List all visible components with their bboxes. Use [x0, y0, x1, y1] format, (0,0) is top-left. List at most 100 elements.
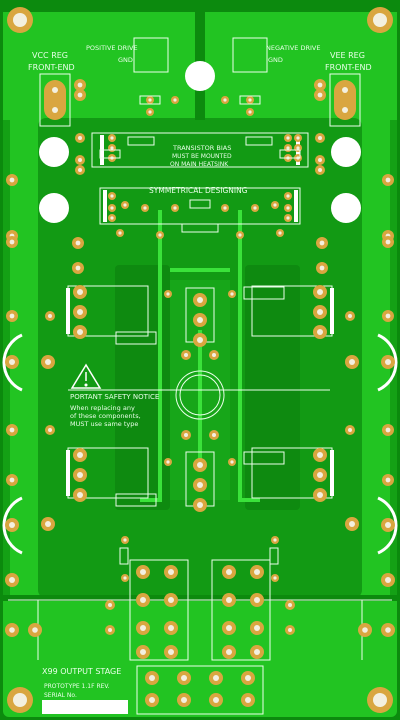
resistor-outline: [245, 136, 273, 146]
pad-hole: [184, 433, 188, 437]
pad-hole: [385, 313, 391, 319]
resistor-outline: [119, 547, 129, 565]
power-pad-hole: [77, 472, 83, 478]
pad-hole: [248, 98, 252, 102]
pad-hole: [77, 82, 83, 88]
power-pad-hole: [77, 492, 83, 498]
pad-hole: [248, 110, 252, 114]
serial-label-strip: [42, 700, 128, 714]
pad-hole: [78, 168, 82, 172]
pad-hole: [318, 136, 322, 140]
pad-hole: [77, 92, 83, 98]
pad-hole: [278, 231, 282, 235]
power-pad-hole: [245, 697, 251, 703]
resistor-outline: [139, 95, 161, 105]
pad-hole: [286, 206, 290, 210]
pad-hole: [48, 428, 52, 432]
power-pad-hole: [181, 675, 187, 681]
pad-hole: [223, 98, 227, 102]
pad-hole: [318, 168, 322, 172]
bias-label-1: TRANSISTOR BIAS: [172, 144, 231, 152]
power-pad-hole: [197, 462, 203, 468]
pad-hole: [385, 427, 391, 433]
power-pad-hole: [168, 625, 174, 631]
pad-hole: [173, 98, 177, 102]
square-pads: [5, 95, 395, 707]
capacitor-outlines: [2, 333, 398, 555]
positive-drive-label: POSITIVE DRIVE: [86, 44, 138, 52]
pad-hole: [223, 206, 227, 210]
pad-hole: [230, 460, 234, 464]
power-pad-hole: [226, 649, 232, 655]
pad-hole: [385, 627, 391, 633]
power-pad-hole: [317, 289, 323, 295]
board-name: X99 OUTPUT STAGE: [42, 667, 121, 676]
pad-hole: [110, 194, 114, 198]
pad-hole: [148, 110, 152, 114]
pad-hole: [348, 428, 352, 432]
negative-drive-label: NEGATIVE DRIVE: [266, 44, 320, 52]
pad-hole: [317, 92, 323, 98]
pad-hole: [184, 353, 188, 357]
power-pad-hole: [149, 697, 155, 703]
power-pad-hole: [349, 359, 355, 365]
power-pad-hole: [9, 359, 15, 365]
vcc-front-label: FRONT-END: [28, 63, 75, 72]
power-pad-hole: [317, 472, 323, 478]
power-pad-hole: [168, 649, 174, 655]
vee-front-label: FRONT-END: [325, 63, 372, 72]
pad-hole: [123, 538, 127, 542]
power-pad-hole: [385, 359, 391, 365]
pad-hole: [296, 136, 300, 140]
pad-hole: [286, 136, 290, 140]
heatsink-channel-right: [245, 265, 300, 510]
pad-hole: [32, 627, 38, 633]
bias-label-2: MUST BE MOUNTED: [172, 153, 232, 160]
pad-hole: [212, 353, 216, 357]
resistor-outline: [239, 95, 261, 105]
pad-hole: [48, 314, 52, 318]
pad-hole: [286, 194, 290, 198]
power-pad-hole: [168, 597, 174, 603]
resistor-outline: [127, 136, 155, 146]
power-pad-hole: [254, 597, 260, 603]
pad-hole: [296, 146, 300, 150]
power-pad-hole: [226, 569, 232, 575]
gnd-label-right: GND: [268, 56, 283, 64]
regulator-pads: [44, 80, 356, 120]
pad-hole: [273, 576, 277, 580]
vcc-reg-label: VCC REG: [32, 51, 68, 60]
pad-hole: [348, 314, 352, 318]
pad-hole: [143, 206, 147, 210]
pad-hole: [385, 177, 391, 183]
serial-label: SERIAL No.: [44, 692, 77, 699]
pad-hole: [9, 477, 15, 483]
pad-hole: [166, 460, 170, 464]
power-pad-hole: [197, 297, 203, 303]
pad-hole: [75, 240, 81, 246]
vee-reg-label: VEE REG: [330, 51, 365, 60]
power-pad-hole: [245, 675, 251, 681]
power-pad-hole: [77, 289, 83, 295]
pad-hole: [173, 206, 177, 210]
warning-triangle-icon: [70, 363, 102, 389]
power-pad-hole: [317, 492, 323, 498]
safety-line-2: of these components,: [70, 412, 141, 420]
power-pad-hole: [213, 675, 219, 681]
pad-hole: [9, 313, 15, 319]
pad-hole: [318, 158, 322, 162]
pad-hole: [110, 206, 114, 210]
pad-hole: [148, 98, 152, 102]
pad-hole: [230, 292, 234, 296]
pad-hole: [319, 265, 325, 271]
power-pad-hole: [385, 577, 391, 583]
power-pad-hole: [140, 625, 146, 631]
pad-hole: [362, 627, 368, 633]
resistor-outline: [269, 547, 279, 565]
pad-hole: [212, 433, 216, 437]
pad-hole: [110, 136, 114, 140]
pad-hole: [78, 158, 82, 162]
resistor-outline: [189, 199, 211, 209]
power-pad-hole: [317, 309, 323, 315]
